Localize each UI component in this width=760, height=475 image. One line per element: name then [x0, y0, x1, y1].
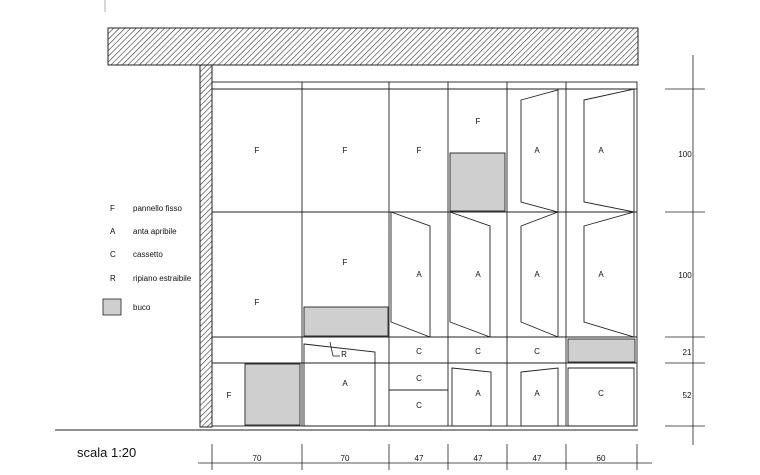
label-mid-6: A: [598, 270, 604, 279]
legend-code-r: R: [110, 274, 116, 283]
legend-code-c: C: [110, 250, 116, 259]
dim-h-4: 47: [474, 454, 483, 463]
legend: F pannello fisso A anta apribile C casse…: [102, 204, 192, 316]
dim-h-2: 70: [341, 454, 350, 463]
label-shelf: R: [341, 350, 347, 359]
pullout-shelf: [329, 341, 340, 357]
legend-code-f: F: [110, 204, 115, 213]
label-mid-1: F: [255, 298, 260, 307]
legend-code-a: A: [110, 227, 116, 236]
hole-right: [567, 338, 636, 363]
hole-middle: [303, 306, 389, 337]
label-bottom-3b: C: [416, 401, 422, 410]
label-mid-2: F: [343, 258, 348, 267]
legend-text-hole: buco: [133, 303, 151, 312]
label-top-6: A: [598, 146, 604, 155]
cell-labels: F F F F A A F F A A A A C C C R F A C C …: [227, 117, 605, 410]
label-drawer-1: C: [416, 347, 422, 356]
label-mid-3: A: [416, 270, 422, 279]
hole-bottom: [244, 363, 301, 426]
legend-text-r: ripiano estraibile: [133, 274, 192, 283]
dim-h-1: 70: [253, 454, 262, 463]
holes: [244, 152, 636, 426]
dim-v-2: 100: [678, 271, 692, 280]
vertical-dimension-labels: 100 100 21 52: [678, 150, 692, 400]
label-bottom-1: F: [227, 391, 232, 400]
label-bottom-2: A: [342, 379, 348, 388]
legend-text-a: anta apribile: [133, 227, 177, 236]
label-bottom-5: A: [534, 389, 540, 398]
left-wall: [199, 64, 213, 428]
label-drawer-3: C: [534, 347, 540, 356]
scale-label: scala 1:20: [77, 445, 136, 460]
dim-h-5: 47: [533, 454, 542, 463]
label-bottom-4: A: [475, 389, 481, 398]
dim-h-3: 47: [415, 454, 424, 463]
label-bottom-6: C: [598, 389, 604, 398]
dim-v-4: 52: [683, 391, 692, 400]
legend-text-f: pannello fisso: [133, 204, 182, 213]
label-top-4: F: [476, 117, 481, 126]
label-top-5: A: [534, 146, 540, 155]
label-mid-4: A: [475, 270, 481, 279]
label-drawer-2: C: [475, 347, 481, 356]
vertical-dimensions: [665, 55, 705, 445]
ceiling-slab: [107, 27, 639, 66]
dim-v-1: 100: [678, 150, 692, 159]
door-outlines: [303, 88, 635, 427]
dim-h-6: 60: [597, 454, 606, 463]
label-top-1: F: [255, 146, 260, 155]
horizontal-dimensions: [198, 444, 652, 470]
legend-hole-swatch: [102, 298, 122, 316]
hole-top: [449, 152, 506, 212]
label-top-2: F: [343, 146, 348, 155]
legend-text-c: cassetto: [133, 250, 163, 259]
label-top-3: F: [417, 146, 422, 155]
dim-v-3: 21: [683, 348, 692, 357]
label-bottom-3a: C: [416, 374, 422, 383]
horizontal-dimension-labels: 70 70 47 47 47 60: [253, 454, 606, 463]
cabinet: [211, 81, 638, 427]
label-mid-5: A: [534, 270, 540, 279]
